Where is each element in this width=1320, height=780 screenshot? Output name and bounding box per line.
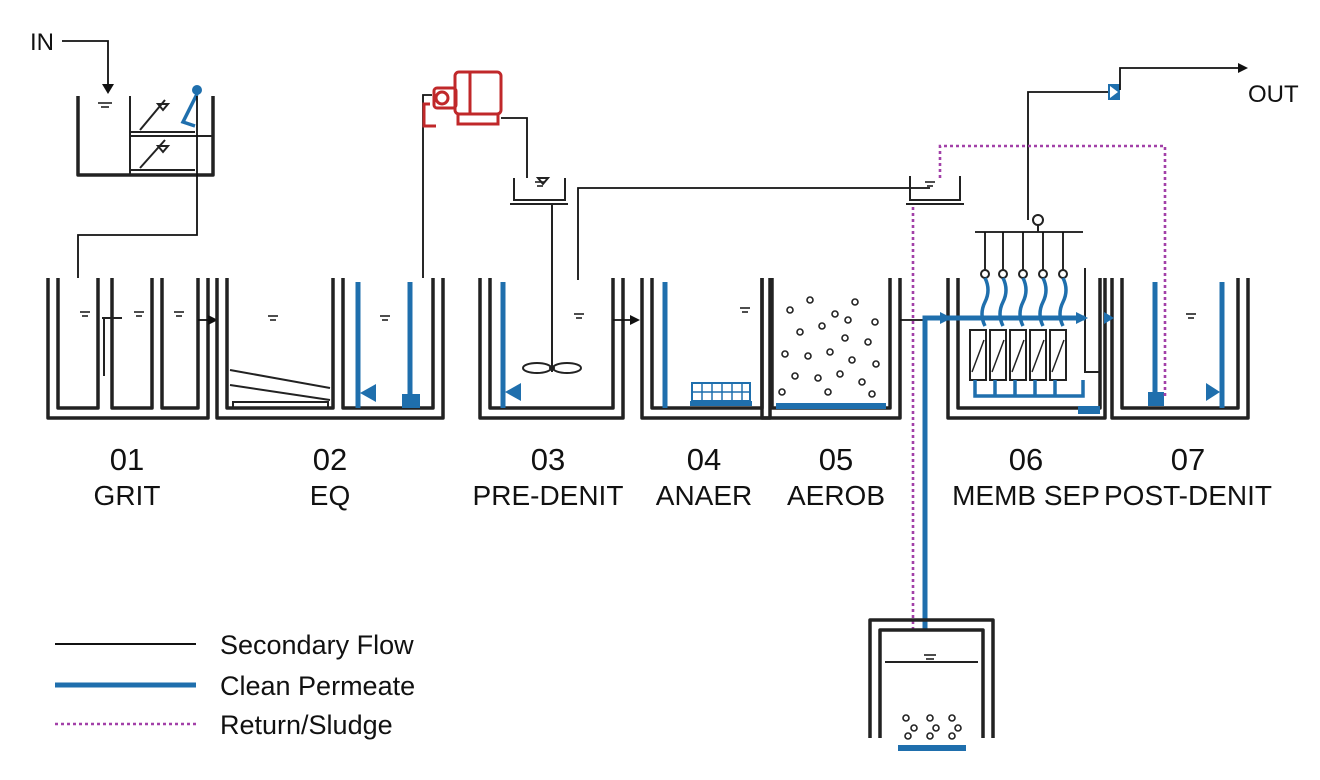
- stage-number: 07: [1171, 442, 1205, 477]
- pump-icon: [402, 394, 420, 408]
- media-grid-icon: [690, 382, 752, 406]
- stage-name: GRIT: [94, 480, 161, 511]
- tank-pre-denit: [478, 278, 640, 420]
- tank-memb-sep: [946, 91, 1108, 420]
- tank-aerob: [760, 278, 925, 420]
- legend: Secondary Flow Clean Permeate Return/Slu…: [55, 630, 415, 740]
- membrane-module-icon: [969, 329, 1067, 381]
- tank-post-denit: [1110, 278, 1250, 420]
- tank-eq: [215, 94, 445, 420]
- bubbles-icon: [902, 714, 962, 740]
- stage-number: 05: [819, 442, 853, 477]
- stage-name: MEMB SEP: [952, 480, 1100, 511]
- stage-number: 06: [1009, 442, 1043, 477]
- screen-rake-icon: [192, 85, 202, 95]
- sludge-holding-tank: [868, 618, 995, 751]
- legend-label: Clean Permeate: [220, 671, 415, 701]
- stage-name: ANAER: [656, 480, 752, 511]
- stage-name: PRE-DENIT: [473, 480, 624, 511]
- tank-anaer: [640, 278, 772, 420]
- stage-number: 04: [687, 442, 721, 477]
- inlet-label: IN: [30, 29, 54, 56]
- mixer-impeller-icon: [522, 318, 582, 374]
- inlet-line: [62, 40, 109, 92]
- bubbles-icon: [778, 296, 880, 398]
- dosing-tank-b: [906, 176, 964, 205]
- stage-name: EQ: [310, 480, 350, 511]
- tank-grit: [46, 278, 218, 420]
- outlet-label: OUT: [1248, 81, 1299, 108]
- pump-motor-icon: [422, 70, 528, 178]
- legend-label: Secondary Flow: [220, 630, 414, 660]
- outlet-pump-icon: [1108, 63, 1248, 100]
- stage-number: 01: [110, 442, 144, 477]
- inlet-arrow-icon: [102, 84, 114, 94]
- inlet-screen-unit: IN: [30, 29, 215, 278]
- aeration-diffuser-icon: [776, 403, 886, 409]
- stage-number: 02: [313, 442, 347, 477]
- stage-name: POST-DENIT: [1104, 480, 1272, 511]
- dosing-tank-a: [510, 177, 930, 318]
- legend-label: Return/Sludge: [220, 710, 393, 740]
- stage-name: AEROB: [787, 480, 885, 511]
- stage-number: 03: [531, 442, 565, 477]
- diffuser-icon: [360, 384, 376, 402]
- water-level-icon: [80, 311, 184, 317]
- stage-labels: 01 GRIT 02 EQ 03 PRE-DENIT 04 ANAER 05 A…: [94, 442, 1272, 511]
- permeate-line: [922, 315, 1085, 630]
- sludge-return-line: [911, 144, 1167, 630]
